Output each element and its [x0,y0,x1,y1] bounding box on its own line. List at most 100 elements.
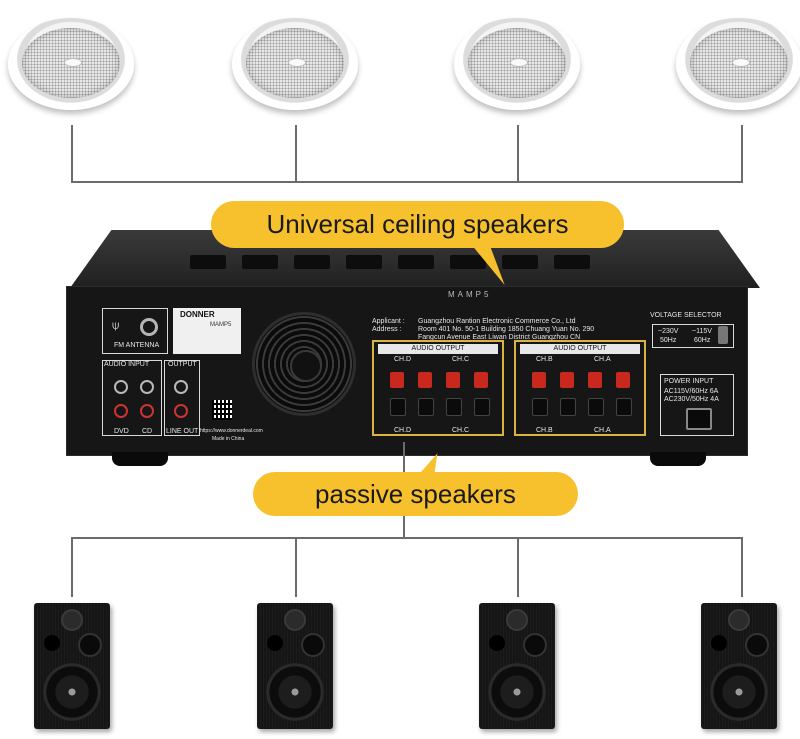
audio-input-label: AUDIO INPUT [104,361,150,368]
ceiling-speaker-3 [454,18,580,110]
antenna-jack [140,318,158,336]
woofer [43,663,101,721]
cd-left-jack[interactable] [140,380,154,394]
ch-c-bottom-label: CH.C [452,427,470,434]
speaker-grill [246,28,344,98]
speaker-grill [690,28,788,98]
speaker-logo-plate [732,58,750,67]
fan-hub [290,350,322,382]
woofer [488,663,546,721]
voltage-230: ~230V [658,328,679,335]
ac230-label: AC230V/50Hz 4A [664,396,719,403]
passive-speaker-1 [34,603,110,729]
output-label: OUTPUT [168,361,197,368]
dvd-left-jack[interactable] [114,380,128,394]
speaker-logo-plate [288,58,306,67]
bottom-wire-drop-2 [295,537,297,597]
line-out-right-jack[interactable] [174,404,188,418]
bass-port [267,635,283,651]
speaker-logo-plate [510,58,528,67]
ch-c-top-label: CH.C [452,356,470,363]
bottom-wire-drop-3 [517,537,519,597]
line-out-label: LINE OUT [166,428,199,435]
fm-antenna-label: FM ANTENNA [114,342,160,349]
ch-b-bottom-label: CH.B [536,427,553,434]
passive-speaker-3 [479,603,555,729]
amplifier-foot-left [112,452,168,466]
model-badge: MAMP5 [448,290,492,299]
bottom-wire-drop-1 [71,537,73,597]
ceiling-speaker-1 [8,18,134,110]
ac115-label: AC115V/60Hz 6A [664,388,719,395]
address-line-1: Room 401 No. 50-1 Building 1850 Chuang Y… [418,326,595,333]
ch-a-bottom-label: CH.A [594,427,611,434]
top-wire-drop-2 [295,125,297,182]
passive-speaker-4 [701,603,777,729]
audio-output-left-header: AUDIO OUTPUT [378,344,498,354]
ch-a-top-label: CH.A [594,356,611,363]
dvd-right-jack[interactable] [114,404,128,418]
bass-port [44,635,60,651]
website-label: https://www.donnerdeal.com [200,428,263,434]
top-wire-drop-1 [71,125,73,182]
tweeter [284,609,306,631]
voltage-selector-box [652,324,734,348]
voltage-switch[interactable] [718,326,728,344]
cd-label: CD [142,428,153,435]
audio-output-right-header: AUDIO OUTPUT [520,344,640,354]
voltage-selector-label: VOLTAGE SELECTOR [650,312,722,319]
tweeter [61,609,83,631]
freq-60: 60Hz [694,337,711,344]
audio-output-right-group [514,340,646,436]
power-input-label: POWER INPUT [664,378,714,385]
passive-speaker-2 [257,603,333,729]
amplifier-foot-right [650,452,706,466]
top-wire-drop-4 [741,125,743,182]
passive-speakers-callout: passive speakers [253,472,578,516]
address-label: Address : [372,326,402,333]
ceiling-speaker-4 [676,18,800,110]
bottom-wire-from-amp [403,442,405,472]
tweeter [728,609,750,631]
output-box [164,360,200,436]
power-socket[interactable] [686,408,712,430]
ch-d-top-label: CH.D [394,356,412,363]
antenna-icon: ⍦ [112,318,120,332]
product-label-brand: DONNER [180,310,215,319]
fm-antenna-box [102,308,168,354]
midrange-driver [78,633,102,657]
qr-code [212,400,232,420]
line-out-left-jack[interactable] [174,380,188,394]
top-wire-bus [71,181,743,183]
midrange-driver [301,633,325,657]
ceiling-speakers-callout: Universal ceiling speakers [211,201,624,248]
voltage-115: ~115V [692,328,712,335]
bottom-wire-stem [403,516,405,538]
woofer [710,663,768,721]
made-in-label: Made in China [212,436,245,442]
audio-input-box [102,360,162,436]
speaker-logo-plate [64,58,82,67]
freq-50: 50Hz [660,337,677,344]
bass-port [489,635,505,651]
woofer [266,663,324,721]
bass-port [711,635,727,651]
bottom-wire-drop-4 [741,537,743,597]
audio-output-left-group [372,340,504,436]
applicant-value: Guangzhou Rantion Electronic Commerce Co… [418,318,576,325]
ch-b-top-label: CH.B [536,356,553,363]
ch-d-bottom-label: CH.D [394,427,412,434]
top-wire-drop-3 [517,125,519,182]
midrange-driver [745,633,769,657]
ceiling-speaker-2 [232,18,358,110]
dvd-label: DVD [114,428,129,435]
applicant-label: Applicant : [372,318,405,325]
bottom-wire-bus [71,537,743,539]
midrange-driver [523,633,547,657]
cd-right-jack[interactable] [140,404,154,418]
address-line-2: Fangcun Avenue East Liwan District Guang… [418,334,581,341]
power-input-box [660,374,734,436]
product-label-model: MAMP5 [210,322,232,328]
product-label [173,308,241,354]
tweeter [506,609,528,631]
